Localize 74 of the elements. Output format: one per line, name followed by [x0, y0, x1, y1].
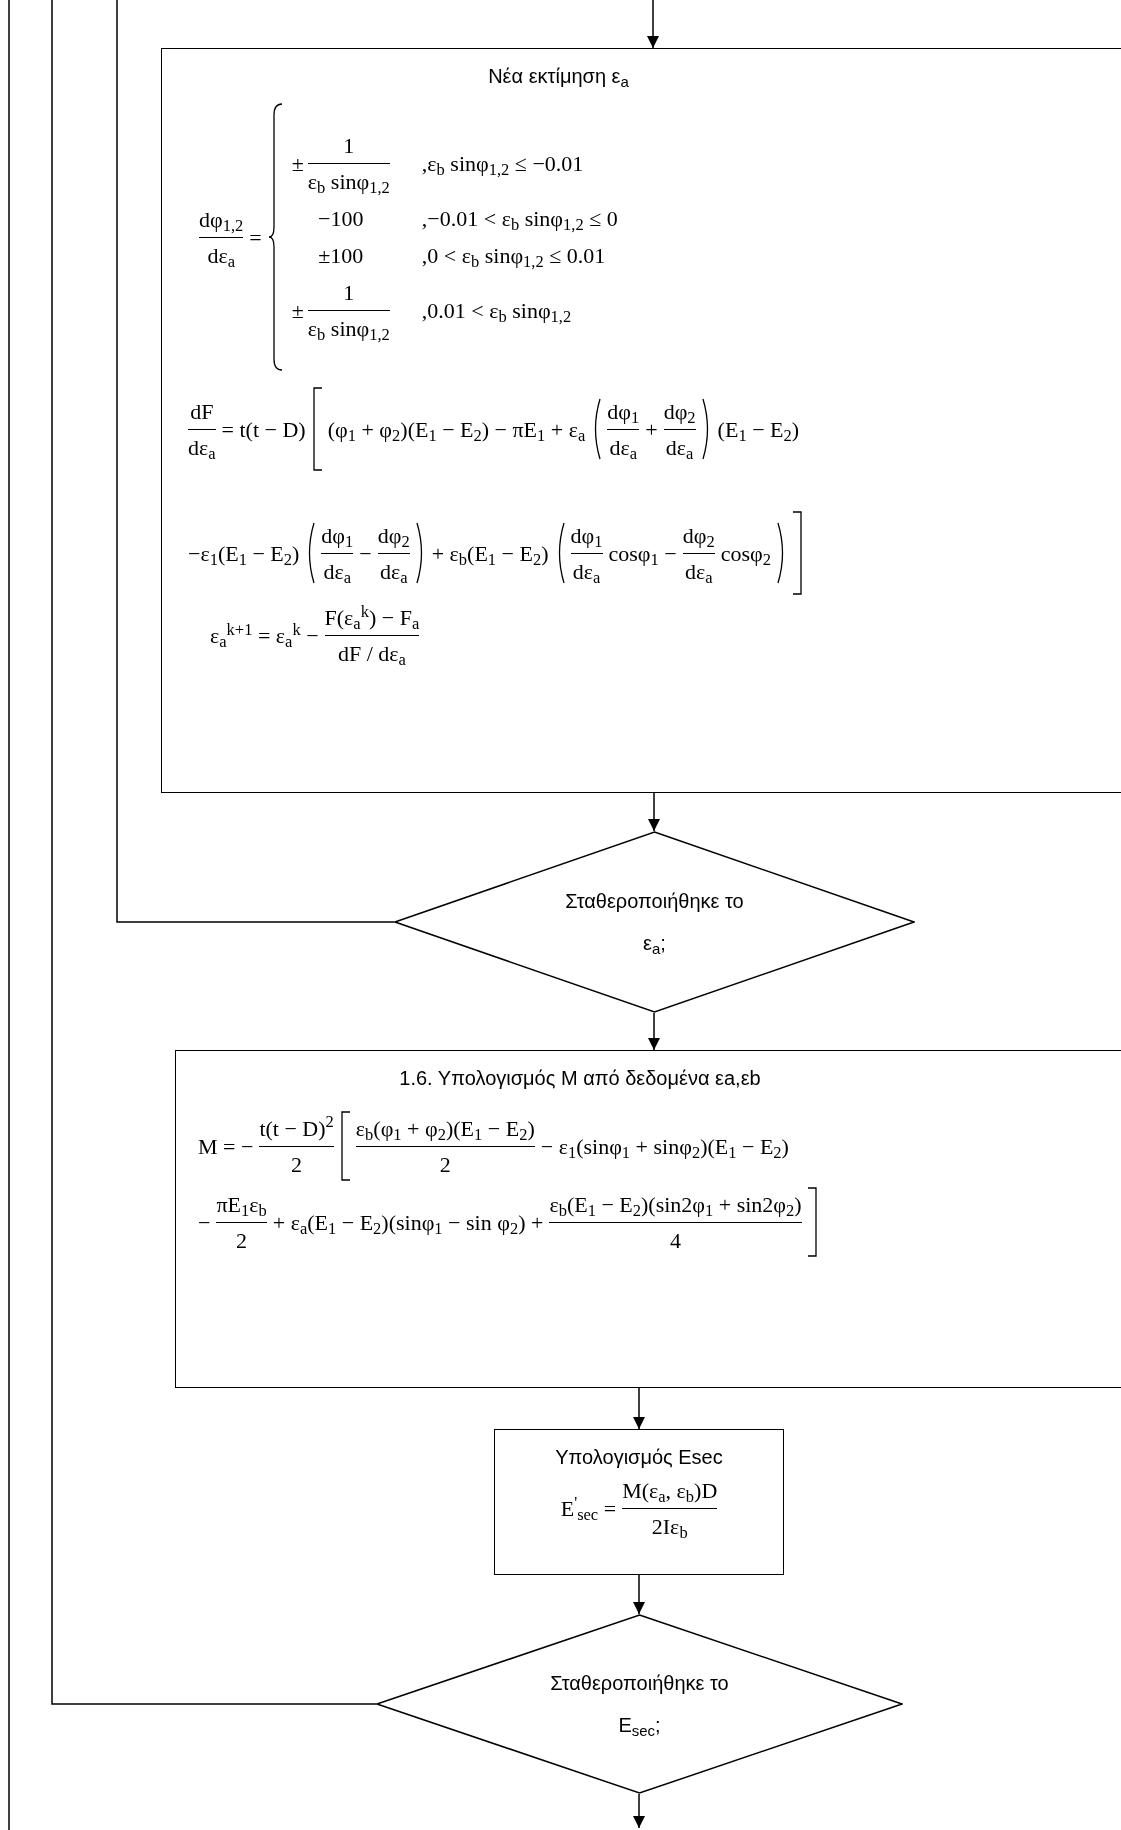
formula-text: −ε$_{1}$(E$_{1}$ − E$_{2}$): [188, 539, 300, 570]
arrow: [633, 1574, 645, 1615]
process-box: [175, 1050, 1121, 1388]
formula-text: ,0.01 < ε$_{b}$ sinφ$_{1,2}$: [421, 297, 572, 327]
formula-text: t(t − D)$^{2}$: [259, 1111, 334, 1143]
formula-text: M = −: [198, 1132, 254, 1161]
formula-text: dε$_{a}$: [379, 557, 408, 588]
formula-text: = t(t − D): [221, 415, 306, 444]
formula-text: ,ε$_{b}$ sinφ$_{1,2}$ ≤ −0.01: [421, 150, 584, 180]
arrow: [648, 792, 660, 832]
formula-text: dε$_{a}$: [207, 241, 235, 272]
formula-text: dφ$_{1}$: [570, 521, 603, 552]
formula-text: dε$_{a}$: [323, 557, 352, 588]
formula-text: ±: [291, 150, 304, 178]
formula-text: ,0 < ε$_{b}$ sinφ$_{1,2}$ ≤ 0.01: [421, 242, 606, 272]
formula-text: M(ε$_{a}$, ε$_{b}$)D: [622, 1477, 718, 1507]
formula-text: 1: [343, 279, 355, 307]
formula-text: (φ$_{1}$ + φ$_{2}$)(E$_{1}$ − E$_{2}$) − πE$_{1}$ + ε$_{a}$: [327, 415, 586, 446]
formula-text: + ε$_{b}$(E$_{1}$ − E$_{2}$): [431, 539, 549, 570]
process-box: [494, 1429, 784, 1575]
formula-text: ε$_{b}$(φ$_{1}$ + φ$_{2}$)(E$_{1}$ − E$_{2}$): [355, 1114, 535, 1145]
formula-text: (E$_{1}$ − E$_{2}$): [717, 415, 800, 446]
arrow: [647, 0, 659, 49]
formula-text: ±100: [318, 242, 364, 270]
formula-text: dφ$_{2}$: [663, 397, 696, 428]
box-title: Νέα εκτίμηση ε$_{a}$: [488, 64, 630, 91]
formula-text: dφ$_{2}$: [377, 521, 410, 552]
formula-text: dε$_{a}$: [572, 557, 601, 588]
formula-text: ε$_{a}$$^{k+1}$ = ε$_{a}$$^{k}$ −: [210, 619, 319, 652]
box-title: 1.6. Υπολογισμός M από δεδομένα εa,εb: [399, 1066, 762, 1091]
formula-text: 2: [236, 1226, 248, 1255]
arrow: [633, 1387, 645, 1430]
formula-text: ,−0.01 < ε$_{b}$ sinφ$_{1,2}$ ≤ 0: [421, 205, 618, 235]
formula-text: − ε$_{1}$(sinφ$_{1}$ + sinφ$_{2}$)(E$_{1}$ − E$_{2}$): [540, 1132, 789, 1163]
formula-text: dφ$_{2}$: [682, 521, 715, 552]
formula-text: dε$_{a}$: [665, 433, 694, 464]
formula-text: F(ε$_{a}$$^{k}$) − F$_{a}$: [324, 601, 420, 634]
decision-diamond: [376, 1614, 903, 1794]
flow-line: [51, 0, 377, 1705]
formula-text: 2: [439, 1150, 451, 1179]
process-box: [161, 48, 1121, 793]
formula-text: 2Iε$_{b}$: [651, 1513, 688, 1543]
formula-text: cosφ$_{1}$ −: [608, 539, 677, 570]
arrow: [633, 1793, 645, 1829]
formula-text: πE$_{1}$ε$_{b}$: [216, 1190, 267, 1221]
box-title: Υπολογισμός Esec: [555, 1445, 723, 1470]
formula-text: ±: [291, 297, 304, 325]
formula-text: 2: [291, 1150, 303, 1179]
flow-line: [116, 0, 395, 923]
formula-text: dφ$_{1}$: [321, 521, 354, 552]
formula-text: dF / dε$_{a}$: [337, 640, 406, 670]
decision-text: Σταθεροποιήθηκε το E$_{sec}$;: [549, 1671, 730, 1741]
decision-diamond: [394, 831, 915, 1013]
formula-text: dF: [190, 397, 214, 426]
formula-text: −: [359, 539, 372, 568]
formula-text: +: [645, 415, 658, 444]
formula-text: =: [249, 223, 262, 252]
formula-text: dε$_{a}$: [609, 433, 638, 464]
formula-text: ε$_{b}$(E$_{1}$ − E$_{2}$)(sin2φ$_{1}$ + sin2φ$_{2}$): [549, 1190, 802, 1221]
formula-text: dε$_{a}$: [188, 433, 216, 464]
formula-text: cosφ$_{2}$: [720, 539, 771, 570]
formula-text: −: [198, 1208, 211, 1237]
formula-text: ε$_{b}$ sinφ$_{1,2}$: [307, 315, 390, 345]
formula-text: dφ$_{1,2}$: [199, 205, 244, 236]
arrow: [648, 1012, 660, 1051]
formula-text: 1: [343, 132, 355, 160]
formula-text: E$^{'}$$_{sec}$ =: [560, 1492, 617, 1525]
decision-text: Σταθεροποιήθηκε το ε$_{a}$;: [564, 889, 745, 959]
formula-text: ε$_{b}$ sinφ$_{1,2}$: [307, 168, 390, 198]
formula-text: + ε$_{a}$(E$_{1}$ − E$_{2}$)(sinφ$_{1}$ − sin φ$_{2}$) +: [272, 1208, 544, 1239]
formula-text: dε$_{a}$: [684, 557, 713, 588]
formula-text: 4: [670, 1226, 681, 1255]
formula-text: −100: [318, 205, 364, 233]
formula-text: dφ$_{1}$: [607, 397, 640, 428]
